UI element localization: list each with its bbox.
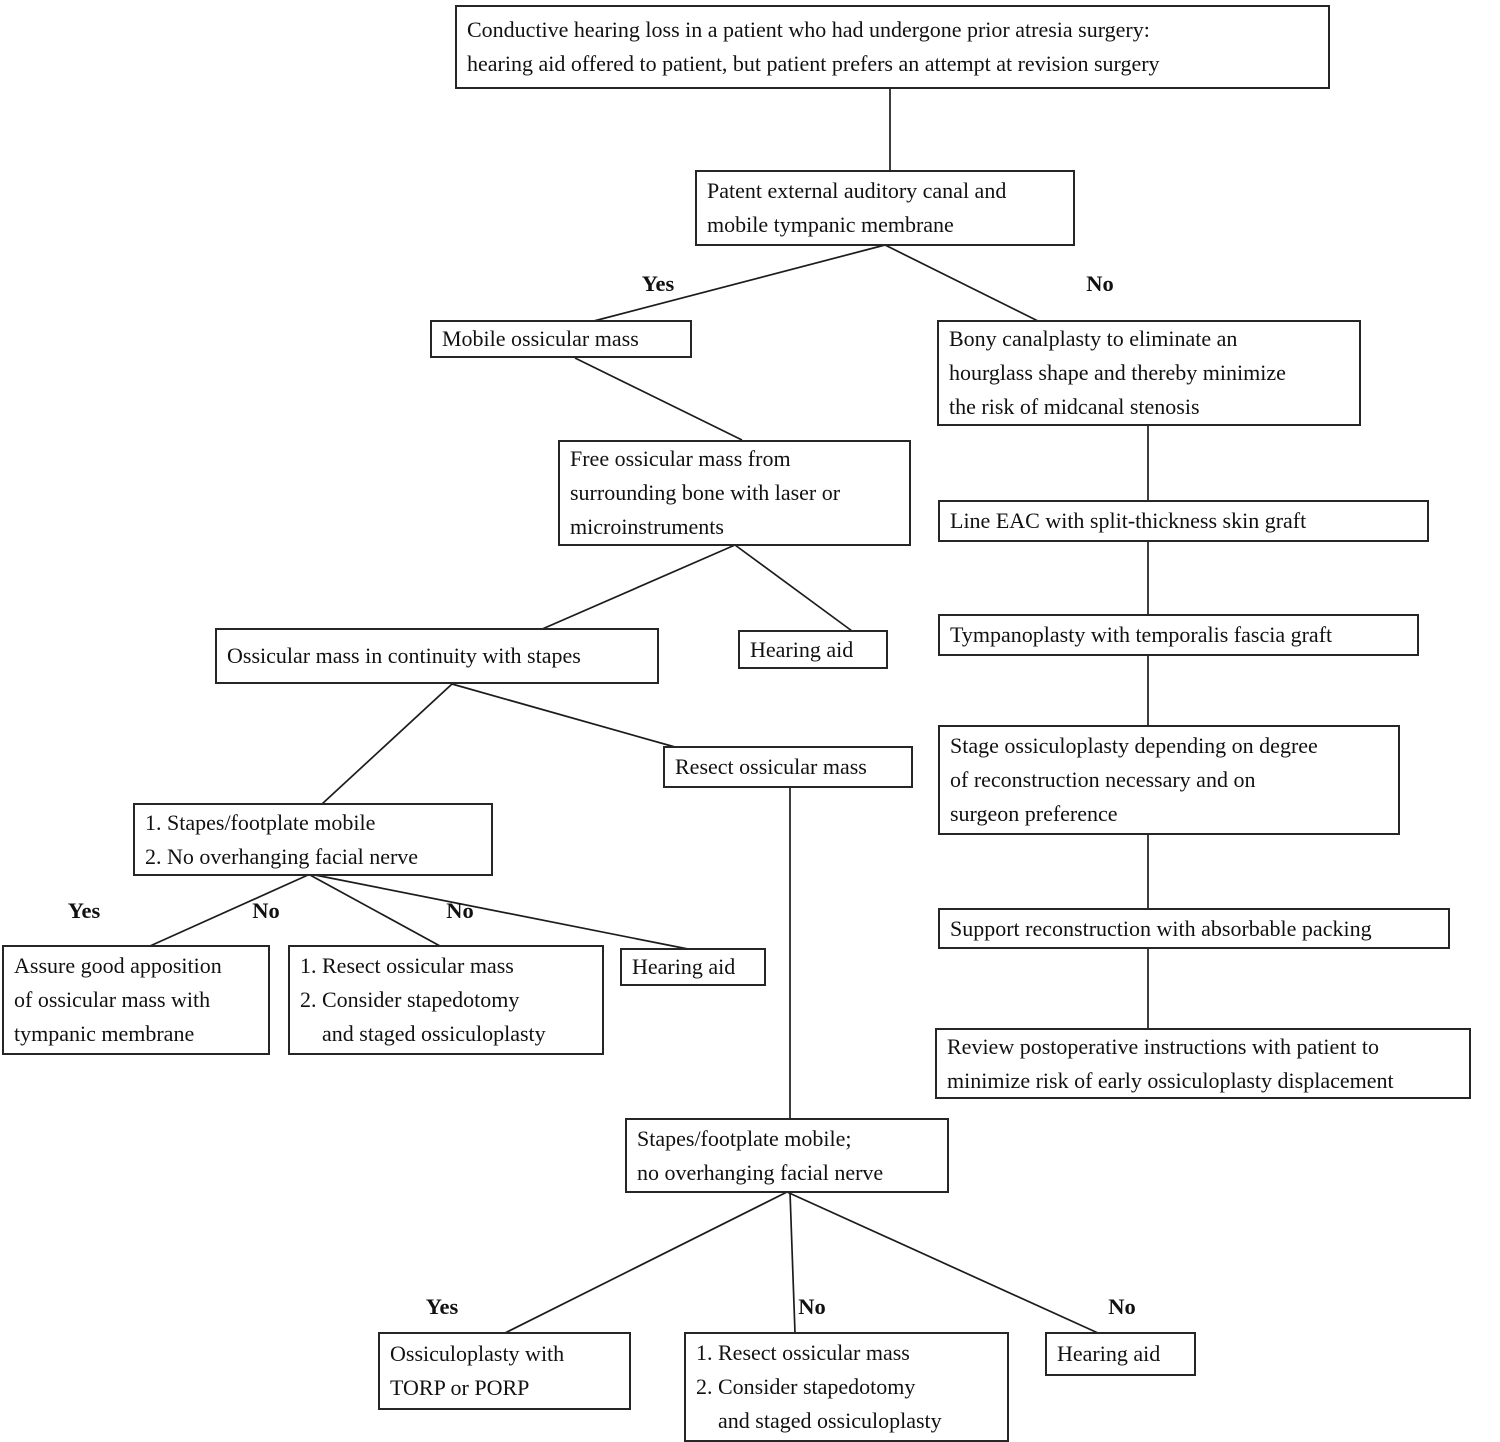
node-ossicular-mass-continuity-stapes: Ossicular mass in continuity with stapes xyxy=(215,628,659,684)
node-support-reconstruction-packing: Support reconstruction with absorbable p… xyxy=(938,908,1450,949)
connector-line xyxy=(789,1191,796,1334)
node-review-postoperative-instructions: Review postoperative instructions with p… xyxy=(935,1028,1471,1099)
connector-line xyxy=(451,683,676,748)
node-stage-ossiculoplasty: Stage ossiculoplasty depending on degree… xyxy=(938,725,1400,835)
branch-label-no-stapes-right: No xyxy=(1108,1294,1136,1319)
node-hearing-aid-3: Hearing aid xyxy=(1045,1332,1196,1376)
connector-line xyxy=(321,683,453,805)
node-text: 1. Resect ossicular mass 2. Consider sta… xyxy=(696,1340,942,1433)
connector-line xyxy=(786,1191,1099,1334)
node-text: Resect ossicular mass xyxy=(675,754,867,779)
node-text: Ossiculoplasty with TORP or PORP xyxy=(390,1341,565,1400)
branch-label-yes-criteria: Yes xyxy=(67,898,101,923)
node-line-eac-skin-graft: Line EAC with split-thickness skin graft xyxy=(938,500,1429,542)
connector-line xyxy=(734,544,853,632)
branch-label-yes-patent: Yes xyxy=(641,271,675,296)
node-ossiculoplasty-torp-porp: Ossiculoplasty with TORP or PORP xyxy=(378,1332,631,1410)
node-hearing-aid-1: Hearing aid xyxy=(738,630,888,669)
node-resect-consider-stapedotomy-2: 1. Resect ossicular mass 2. Consider sta… xyxy=(684,1332,1009,1442)
node-patent-eac-mobile-tm: Patent external auditory canal and mobil… xyxy=(695,170,1075,246)
branch-label-yes-stapes: Yes xyxy=(425,1294,459,1319)
connector-line xyxy=(539,544,736,631)
node-assure-good-apposition: Assure good apposition of ossicular mass… xyxy=(2,945,270,1055)
node-conductive-hearing-loss: Conductive hearing loss in a patient who… xyxy=(455,5,1330,89)
branch-label-no-patent: No xyxy=(1086,271,1114,296)
node-text: Free ossicular mass from surrounding bon… xyxy=(570,446,841,539)
connector-line xyxy=(504,1191,788,1334)
node-text: Hearing aid xyxy=(632,954,736,979)
node-text: Bony canalplasty to eliminate an hourgla… xyxy=(949,326,1286,419)
node-text: 1. Resect ossicular mass 2. Consider sta… xyxy=(300,953,546,1046)
node-free-ossicular-mass: Free ossicular mass from surrounding bon… xyxy=(558,440,911,546)
node-bony-canalplasty: Bony canalplasty to eliminate an hourgla… xyxy=(937,320,1361,426)
node-text: Support reconstruction with absorbable p… xyxy=(950,915,1372,941)
branch-label-no-criteria-mid: No xyxy=(252,898,280,923)
connector-line xyxy=(884,244,1041,323)
node-text: Conductive hearing loss in a patient who… xyxy=(467,17,1160,76)
branch-label-no-criteria-right: No xyxy=(446,898,474,923)
node-tympanoplasty-fascia-graft: Tympanoplasty with temporalis fascia gra… xyxy=(938,614,1419,656)
connector-line xyxy=(149,874,309,947)
node-stapes-footplate-mobile-no-nerve: Stapes/footplate mobile; no overhanging … xyxy=(625,1118,949,1193)
connector-line xyxy=(589,244,886,323)
branch-label-no-stapes-mid: No xyxy=(798,1294,826,1319)
connector-line xyxy=(314,874,689,950)
node-text: 1. Stapes/footplate mobile 2. No overhan… xyxy=(145,809,419,869)
node-text: Tympanoplasty with temporalis fascia gra… xyxy=(950,622,1333,647)
node-text: Hearing aid xyxy=(1057,1341,1161,1366)
connector-line xyxy=(574,357,743,441)
node-mobile-ossicular-mass: Mobile ossicular mass xyxy=(430,320,692,358)
node-hearing-aid-2: Hearing aid xyxy=(620,948,766,986)
node-stapes-footplate-criteria: 1. Stapes/footplate mobile 2. No overhan… xyxy=(133,803,493,876)
node-text: Patent external auditory canal and mobil… xyxy=(707,178,1007,237)
node-text: Ossicular mass in continuity with stapes xyxy=(227,643,581,668)
node-resect-consider-stapedotomy-1: 1. Resect ossicular mass 2. Consider sta… xyxy=(288,945,604,1055)
node-text: Stapes/footplate mobile; no overhanging … xyxy=(637,1125,884,1185)
node-text: Hearing aid xyxy=(750,636,854,662)
node-text: Stage ossiculoplasty depending on degree… xyxy=(950,733,1318,826)
node-resect-ossicular-mass: Resect ossicular mass xyxy=(663,746,913,788)
node-text: Assure good apposition of ossicular mass… xyxy=(14,953,222,1046)
connector-line xyxy=(309,874,441,947)
node-text: Line EAC with split-thickness skin graft xyxy=(950,508,1307,533)
node-text: Mobile ossicular mass xyxy=(442,326,639,351)
node-text: Review postoperative instructions with p… xyxy=(947,1033,1394,1093)
